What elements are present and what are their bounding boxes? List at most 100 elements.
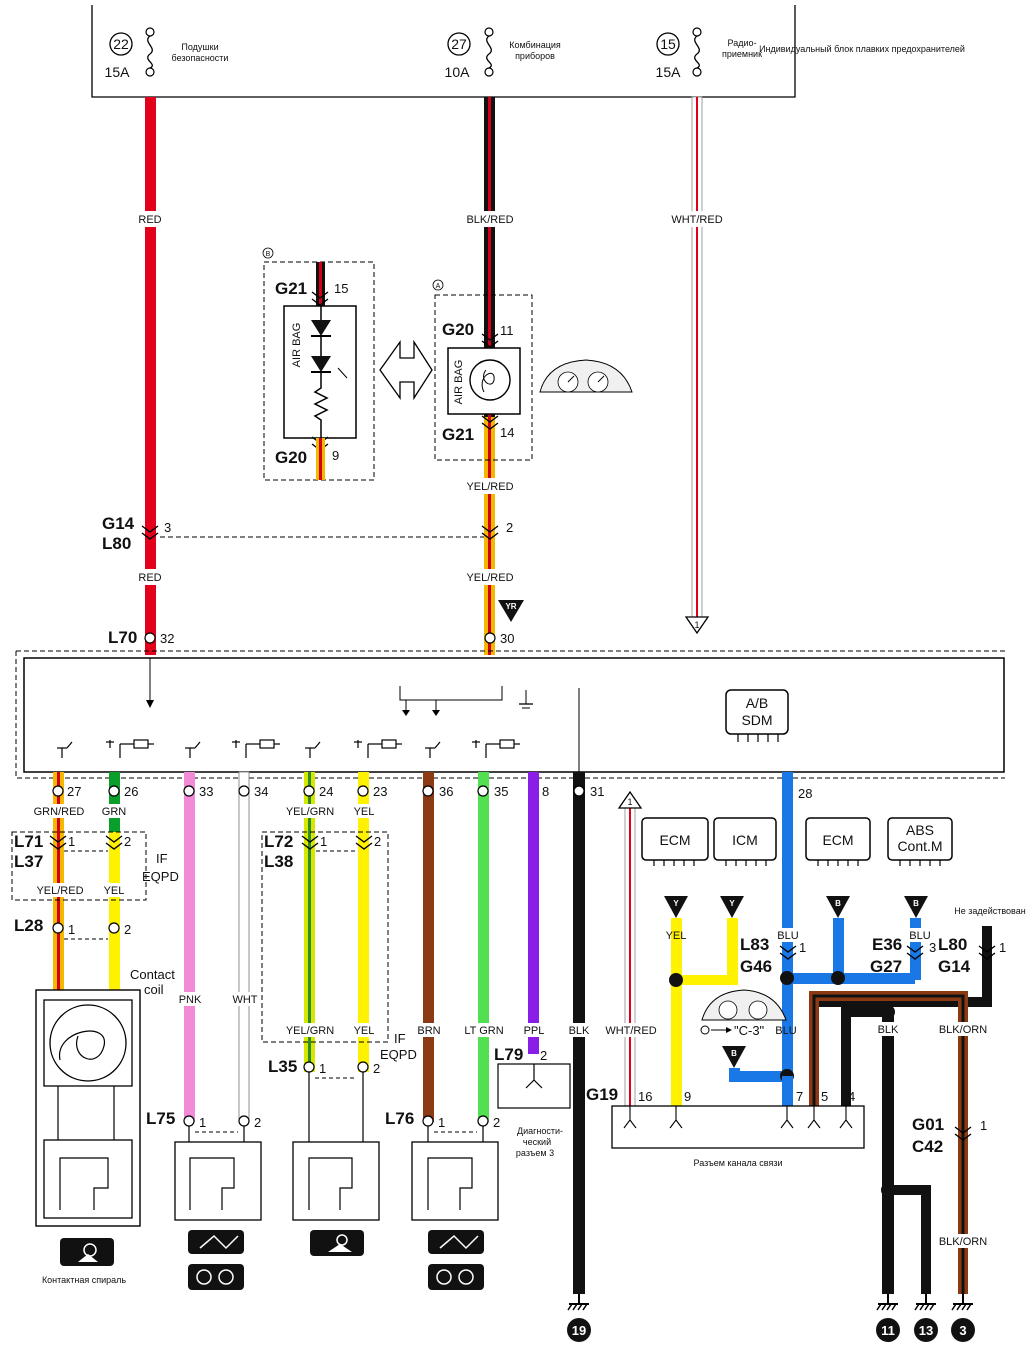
svg-text:G19: G19 xyxy=(586,1085,618,1104)
svg-text:YEL: YEL xyxy=(354,1025,375,1037)
svg-text:14: 14 xyxy=(500,425,514,440)
svg-text:B: B xyxy=(731,1049,737,1058)
svg-text:3: 3 xyxy=(929,940,936,955)
fuse-22: 22 15A Подушки безопасности xyxy=(105,27,228,80)
connector-e36-g27: E36 G27 3 xyxy=(870,935,936,976)
connector-l79: L79 2 Диагности- ческий разъем 3 xyxy=(494,1045,571,1158)
fuse-15: 15 15A Радио- приемник xyxy=(656,27,762,80)
wht-red-wire xyxy=(691,96,703,618)
svg-text:34: 34 xyxy=(254,784,268,799)
svg-text:ческий: ческий xyxy=(523,1137,551,1147)
svg-text:BLU: BLU xyxy=(775,1025,796,1037)
svg-text:1: 1 xyxy=(438,1115,445,1130)
svg-text:15: 15 xyxy=(660,36,676,52)
module-icons: ECM ICM ECM ABS Cont.M xyxy=(641,817,953,866)
svg-text:5: 5 xyxy=(821,1089,828,1104)
svg-text:2: 2 xyxy=(124,922,131,937)
svg-text:ECM: ECM xyxy=(822,832,853,848)
right-wire-labels: YEL BLU BLU BLU BLK BLK/ORN BLK/ORN Не з… xyxy=(666,906,1026,1248)
svg-text:BLK/ORN: BLK/ORN xyxy=(939,1024,987,1036)
sdm-pin-row: 27 26 33 34 24 23 36 35 8 31 28 xyxy=(52,784,812,801)
svg-text:B: B xyxy=(913,899,919,908)
alternative-arrow xyxy=(379,339,433,401)
svg-text:35: 35 xyxy=(494,784,508,799)
svg-text:1: 1 xyxy=(319,1061,326,1076)
svg-text:Contact: Contact xyxy=(130,967,175,982)
svg-text:24: 24 xyxy=(319,784,333,799)
airbag-lamp-variant-b: B G21 15 AIR BAG G20 9 xyxy=(262,247,375,481)
connector-g14-l80: G14 L80 3 2 xyxy=(102,514,513,553)
g19-description: Разъем канала связи xyxy=(694,1158,783,1168)
sdm-internals xyxy=(56,658,580,772)
svg-text:EQPD: EQPD xyxy=(380,1047,417,1062)
svg-text:2: 2 xyxy=(254,1115,261,1130)
svg-text:приемник: приемник xyxy=(722,49,762,59)
svg-text:BLU: BLU xyxy=(909,930,930,942)
svg-text:36: 36 xyxy=(439,784,453,799)
svg-text:Cont.M: Cont.M xyxy=(897,838,942,854)
connector-l70: L70 32 30 xyxy=(15,628,1005,779)
conn-g20-a: G20 xyxy=(442,320,474,339)
conn-g21-a: G21 xyxy=(442,425,474,444)
svg-text:Y: Y xyxy=(729,899,735,908)
svg-text:YEL: YEL xyxy=(666,930,687,942)
svg-text:ECM: ECM xyxy=(659,832,690,848)
svg-text:L72: L72 xyxy=(264,832,293,851)
red-wire-label-2: RED xyxy=(138,572,161,584)
svg-text:A: A xyxy=(436,283,441,290)
svg-text:IF: IF xyxy=(156,851,168,866)
svg-text:C42: C42 xyxy=(912,1137,943,1156)
svg-text:PNK: PNK xyxy=(179,994,202,1006)
connector-l83-g46: L83 G46 1 xyxy=(740,935,806,976)
svg-text:9: 9 xyxy=(332,448,339,463)
svg-text:9: 9 xyxy=(684,1089,691,1104)
ref-arrow-1-up xyxy=(617,790,643,809)
svg-text:L79: L79 xyxy=(494,1045,523,1064)
svg-text:WHT: WHT xyxy=(232,994,257,1006)
svg-text:15: 15 xyxy=(334,281,348,296)
fuse-amp: 15A xyxy=(656,64,682,80)
svg-text:B: B xyxy=(266,251,271,258)
svg-text:L75: L75 xyxy=(146,1109,175,1128)
connector-l71-l37: L71 L37 1 2 IF EQPD YEL/RED YEL xyxy=(11,831,179,901)
svg-text:2: 2 xyxy=(374,834,381,849)
yel-red-label: YEL/RED xyxy=(466,481,513,493)
svg-text:1: 1 xyxy=(694,620,699,630)
svg-text:11: 11 xyxy=(881,1323,895,1338)
svg-text:"C-3": "C-3" xyxy=(734,1023,765,1038)
svg-text:7: 7 xyxy=(796,1089,803,1104)
conn-g20-b: G20 xyxy=(275,448,307,467)
svg-text:31: 31 xyxy=(590,784,604,799)
sdm-box xyxy=(23,657,1005,773)
svg-text:ABS: ABS xyxy=(906,822,934,838)
fuse-block-title: Индивидуальный блок плавких предохраните… xyxy=(759,44,965,54)
contact-coil: Contact coil xyxy=(35,967,175,1227)
red-wire xyxy=(145,97,156,655)
svg-text:33: 33 xyxy=(199,784,213,799)
svg-text:L76: L76 xyxy=(385,1109,414,1128)
svg-text:1: 1 xyxy=(68,834,75,849)
connector-g19: G19 16 9 7 5 4 Разъем канала связи xyxy=(586,1085,865,1168)
connector-l35: L35 1 2 IF EQPD xyxy=(268,1031,417,1221)
svg-text:E36: E36 xyxy=(872,935,902,954)
svg-text:Радио-: Радио- xyxy=(728,38,757,48)
svg-text:Диагности-: Диагности- xyxy=(517,1126,563,1136)
connector-l76: L76 1 2 xyxy=(385,1109,500,1221)
svg-text:16: 16 xyxy=(638,1089,652,1104)
instrument-cluster-icon xyxy=(539,359,633,393)
airbag-icon-passenger xyxy=(310,1230,364,1256)
svg-text:1: 1 xyxy=(627,797,632,807)
svg-text:WHT/RED: WHT/RED xyxy=(605,1025,656,1037)
svg-text:1: 1 xyxy=(320,834,327,849)
svg-text:приборов: приборов xyxy=(515,51,555,61)
fuse-27: 27 10A Комбинация приборов xyxy=(445,27,561,80)
contact-spiral-label: Контактная спираль xyxy=(42,1275,126,1285)
svg-text:разъем 3: разъем 3 xyxy=(516,1148,554,1158)
connector-l72-l38: L72 L38 1 2 xyxy=(261,831,389,1043)
svg-text:L38: L38 xyxy=(264,852,293,871)
ground-19: 19 xyxy=(567,1293,591,1342)
svg-text:SDM: SDM xyxy=(741,712,772,728)
fuse-amp: 10A xyxy=(445,64,471,80)
svg-text:L80: L80 xyxy=(938,935,967,954)
svg-text:L80: L80 xyxy=(102,534,131,553)
